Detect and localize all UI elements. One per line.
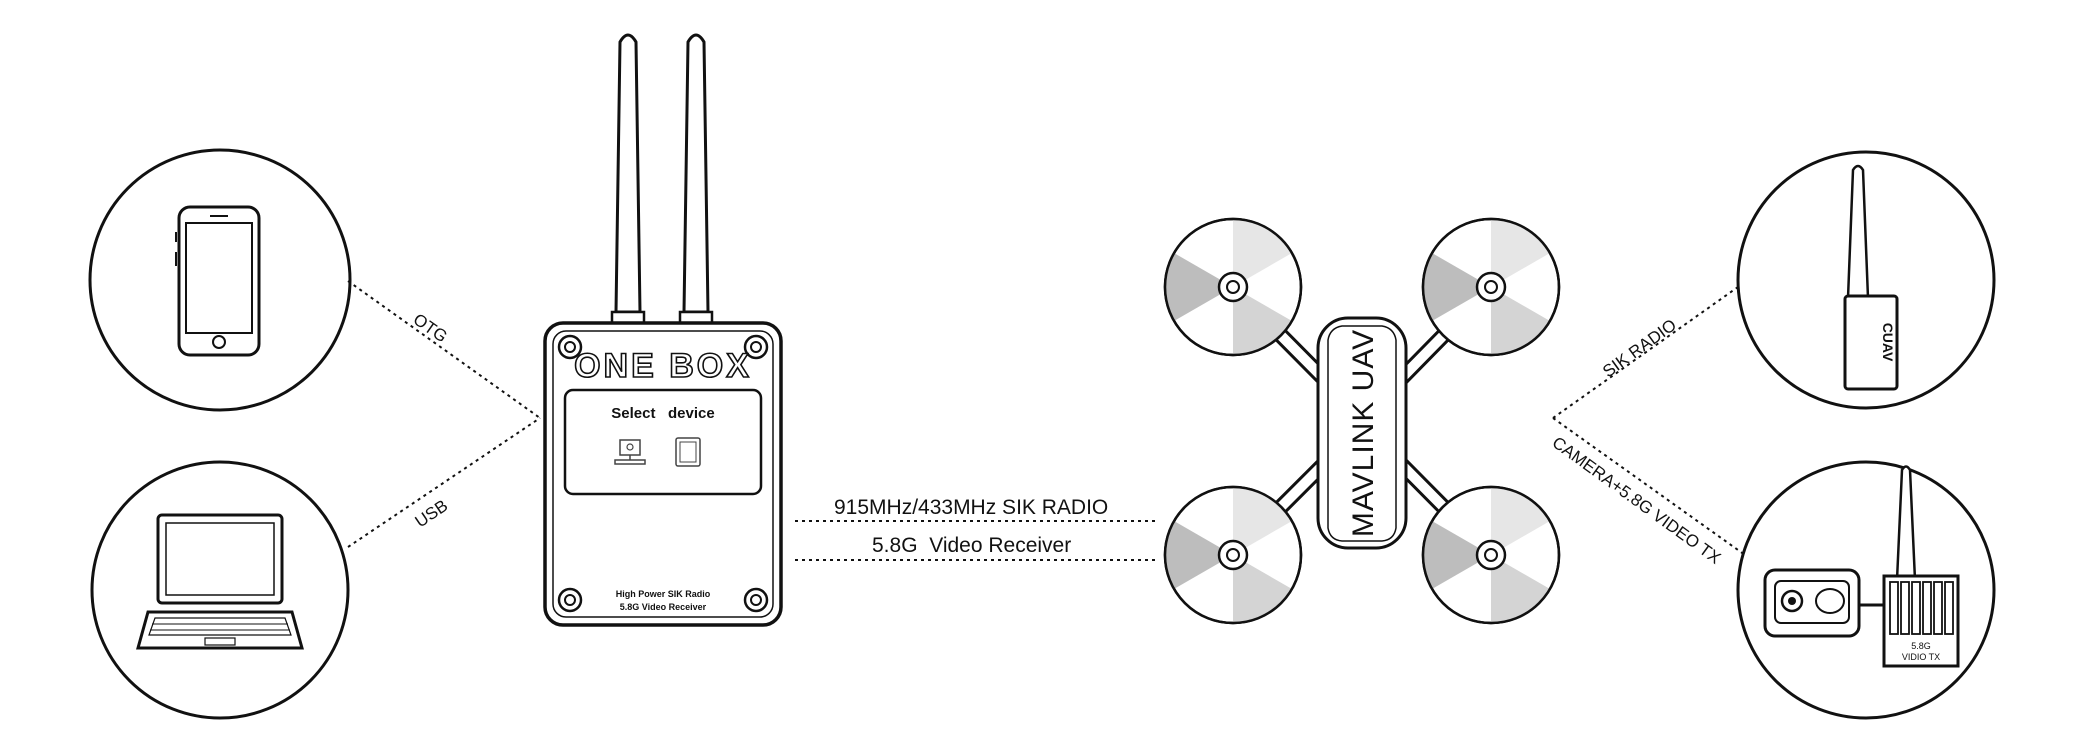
vtx-label-line2: VIDIO TX: [1902, 652, 1940, 662]
antenna-icon: [1895, 465, 1917, 582]
propeller-icon: [1163, 485, 1303, 625]
tablet-icon: [675, 437, 701, 467]
camera-vtx-circle: 5.8G VIDIO TX: [1736, 460, 1996, 720]
vtx-label-line1: 5.8G: [1911, 641, 1931, 651]
onebox-footer-line1: High Power SIK Radio: [616, 589, 711, 599]
desktop-icon: [614, 439, 646, 465]
left-connections: OTG USB: [347, 280, 541, 548]
antenna-icon: [1846, 164, 1870, 300]
radio-brand-label: CUAV: [1880, 323, 1896, 362]
sik-link-label: 915MHz/433MHz SIK RADIO: [834, 496, 1108, 519]
radio-links: 915MHz/433MHz SIK RADIO 5.8G Video Recei…: [795, 496, 1155, 561]
camera-icon: [1763, 568, 1861, 638]
propeller-icon: [1421, 217, 1561, 357]
video-link-label: 5.8G Video Receiver: [872, 534, 1071, 557]
sik-radio-circle: CUAV: [1736, 150, 1996, 410]
video-tx-module: 5.8G VIDIO TX: [1882, 574, 1960, 668]
drone: MAVLINK UAV: [1163, 217, 1561, 625]
antenna-icon: [610, 33, 714, 326]
screw: [557, 334, 769, 613]
propeller-icon: [1421, 485, 1561, 625]
usb-label: USB: [412, 496, 452, 531]
laptop-icon: [136, 513, 304, 650]
onebox-footer-line2: 5.8G Video Receiver: [620, 602, 707, 612]
sik-radio-label: SIK RADIO: [1599, 315, 1680, 381]
smartphone-icon: [175, 205, 261, 357]
screen-title: Select device: [611, 405, 714, 422]
onebox-device: ONE BOX Select device High Power SIK Rad…: [543, 33, 783, 627]
laptop-circle: [90, 460, 350, 720]
propeller-icon: [1163, 217, 1303, 357]
otg-label: OTG: [410, 310, 451, 347]
onebox-logo: ONE BOX: [574, 347, 752, 385]
drone-label: MAVLINK UAV: [1347, 329, 1380, 537]
camera-vtx-label: CAMERA+5.8G VIDEO TX: [1549, 433, 1725, 568]
phone-circle: [88, 148, 352, 412]
right-connections: SIK RADIO CAMERA+5.8G VIDEO TX: [1549, 281, 1746, 568]
